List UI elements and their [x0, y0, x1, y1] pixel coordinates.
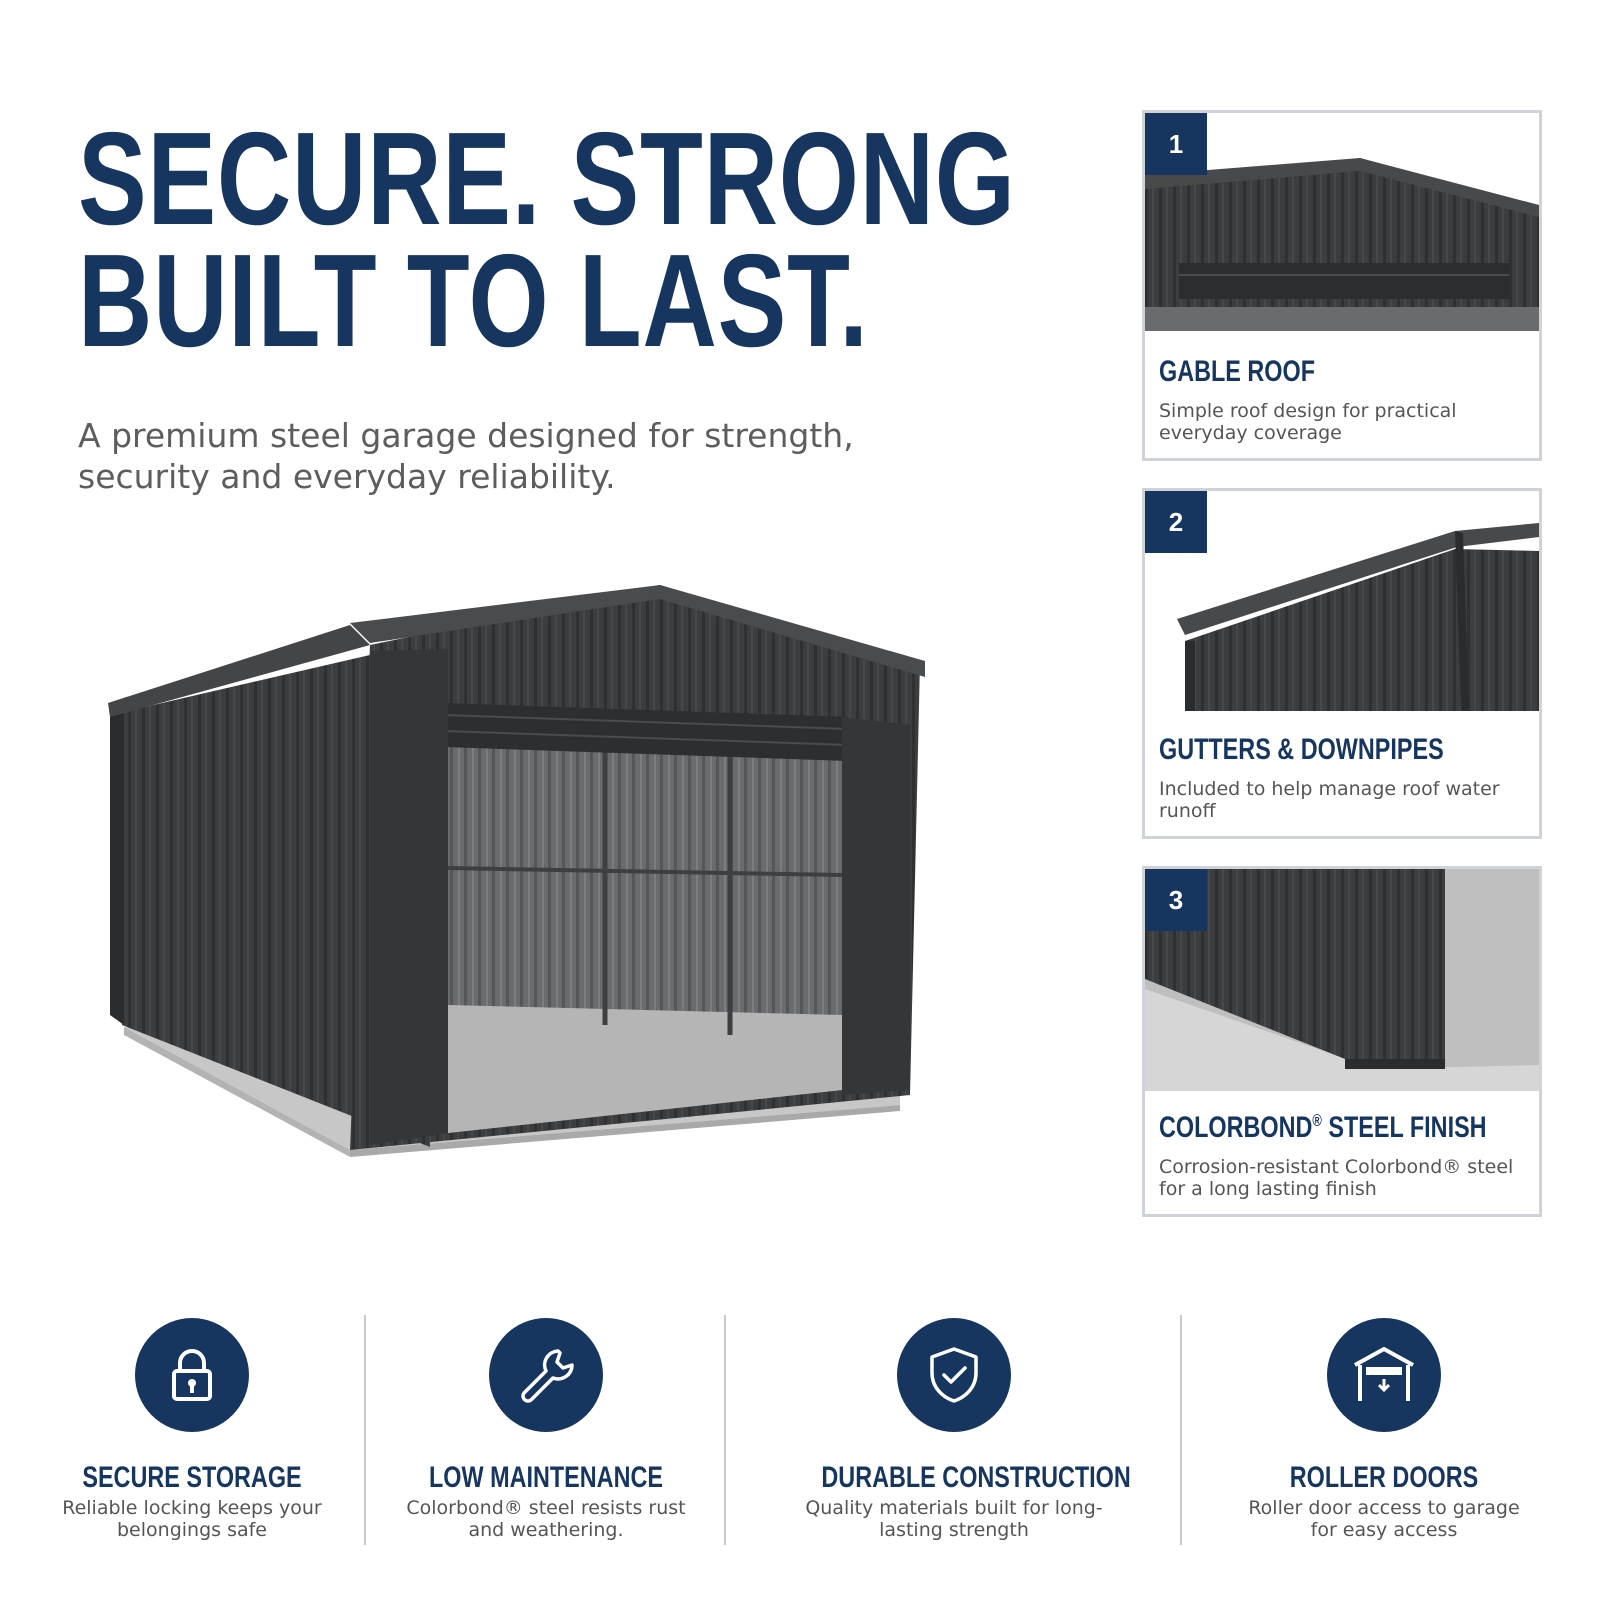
feature-card-gutters: 2 GUTTERS & DOWNPIPES Included to help m… — [1142, 488, 1542, 839]
feature-description: Roller door access to garage for easy ac… — [1248, 1497, 1520, 1541]
feature-title: SECURE STORAGE — [82, 1461, 302, 1494]
card-description: Corrosion-resistant Colorbond® steel for… — [1159, 1156, 1514, 1200]
card-title: GUTTERS & DOWNPIPES — [1159, 733, 1444, 766]
subtitle: A premium steel garage designed for stre… — [78, 416, 854, 496]
feature-title: DURABLE CONSTRUCTION — [821, 1461, 1131, 1494]
feature-divider — [364, 1315, 366, 1545]
garage-illustration — [100, 585, 950, 1185]
feature-divider — [724, 1315, 726, 1545]
feature-divider — [1180, 1315, 1182, 1545]
feature-title: LOW MAINTENANCE — [429, 1461, 663, 1494]
wrench-icon — [521, 1349, 574, 1403]
garage-door-icon — [1354, 1347, 1414, 1401]
card-description: Simple roof design for practical everyda… — [1159, 400, 1457, 444]
feature-roller-doors: ROLLER DOORS Roller door access to garag… — [1214, 1318, 1554, 1541]
colorbond-image — [1145, 869, 1539, 1091]
headline: SECURE. STRONG BUILT TO LAST. — [78, 105, 1016, 374]
feature-icon-circle — [135, 1318, 249, 1432]
card-number-badge: 1 — [1145, 113, 1207, 175]
shield-check-icon — [930, 1347, 978, 1403]
card-title: GABLE ROOF — [1159, 355, 1315, 388]
gable-roof-image — [1145, 113, 1539, 335]
feature-description: Colorbond® steel resists rust and weathe… — [406, 1497, 686, 1541]
feature-icon-circle — [1327, 1318, 1441, 1432]
card-number-badge: 2 — [1145, 491, 1207, 553]
feature-icon-circle — [489, 1318, 603, 1432]
headline-line-2: BUILT TO LAST. — [78, 227, 869, 374]
feature-card-gable-roof: 1 GABLE ROOF Simple roof design for prac… — [1142, 110, 1542, 461]
padlock-icon — [172, 1349, 212, 1401]
card-description: Included to help manage roof water runof… — [1159, 778, 1500, 822]
card-number-badge: 3 — [1145, 869, 1207, 931]
feature-durable-construction: DURABLE CONSTRUCTION Quality materials b… — [784, 1318, 1131, 1541]
feature-description: Reliable locking keeps your belongings s… — [62, 1497, 322, 1541]
feature-description: Quality materials built for long-lasting… — [805, 1497, 1103, 1541]
card-title: COLORBOND® STEEL FINISH — [1159, 1111, 1487, 1144]
feature-icon-circle — [897, 1318, 1011, 1432]
feature-card-colorbond: 3 COLORBOND® STEEL FINISH Corrosion-resi… — [1142, 866, 1542, 1217]
gutters-image — [1145, 491, 1539, 713]
feature-title: ROLLER DOORS — [1289, 1461, 1479, 1494]
feature-low-maintenance: LOW MAINTENANCE Colorbond® steel resists… — [376, 1318, 716, 1541]
feature-secure-storage: SECURE STORAGE Reliable locking keeps yo… — [22, 1318, 362, 1541]
headline-line-1: SECURE. STRONG — [78, 105, 1016, 252]
